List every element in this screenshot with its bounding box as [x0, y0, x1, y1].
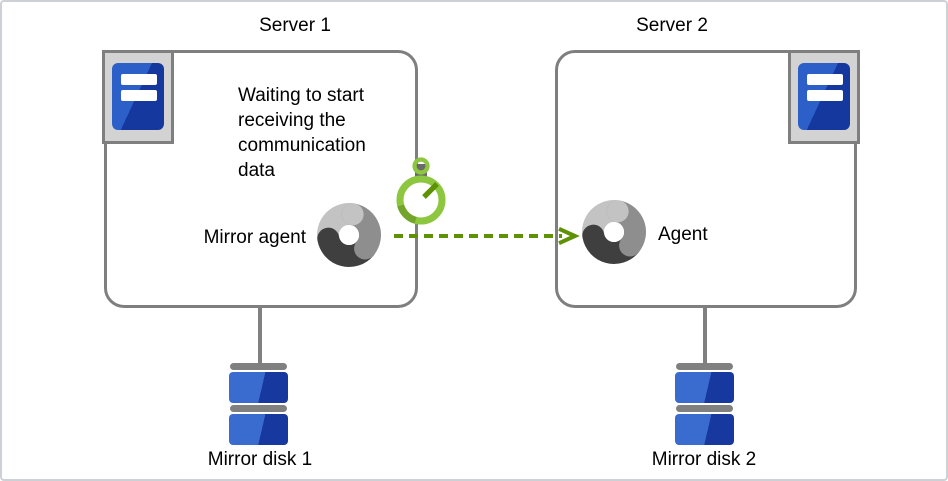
disk-cap	[230, 405, 287, 412]
mirror-disk-icon	[675, 363, 734, 445]
server1-title: Server 1	[259, 15, 331, 36]
server-icon-slot	[807, 90, 843, 101]
server-icon-slot	[121, 90, 157, 101]
connector-line	[258, 304, 262, 366]
mirror-disk-icon	[229, 363, 288, 445]
mirror-disk2-label: Mirror disk 2	[651, 449, 757, 470]
mirror-agent-label: Mirror agent	[203, 227, 306, 248]
server-icon-panel	[112, 63, 164, 130]
server2-title: Server 2	[636, 15, 708, 36]
agent-label: Agent	[658, 224, 708, 245]
stopwatch-icon	[396, 157, 446, 225]
server-icon	[788, 50, 860, 144]
disk-cap	[676, 405, 733, 412]
server-icon	[102, 50, 174, 144]
server-icon-slot	[121, 74, 157, 85]
disk-cap	[676, 363, 733, 370]
status-text: Waiting to start receiving the communica…	[238, 85, 366, 181]
server-icon-slot	[807, 74, 843, 85]
disk-platter	[675, 414, 734, 445]
server-icon-panel	[798, 63, 850, 130]
dashed-arrow-icon	[394, 226, 580, 246]
mirror-disk1-label: Mirror disk 1	[207, 449, 313, 470]
disk-platter	[229, 414, 288, 445]
connector-line	[703, 304, 707, 366]
disk-platter	[675, 372, 734, 403]
disk-platter	[229, 372, 288, 403]
disk-cap	[230, 363, 287, 370]
process-donut-icon	[582, 200, 646, 264]
process-donut-icon	[317, 203, 381, 267]
